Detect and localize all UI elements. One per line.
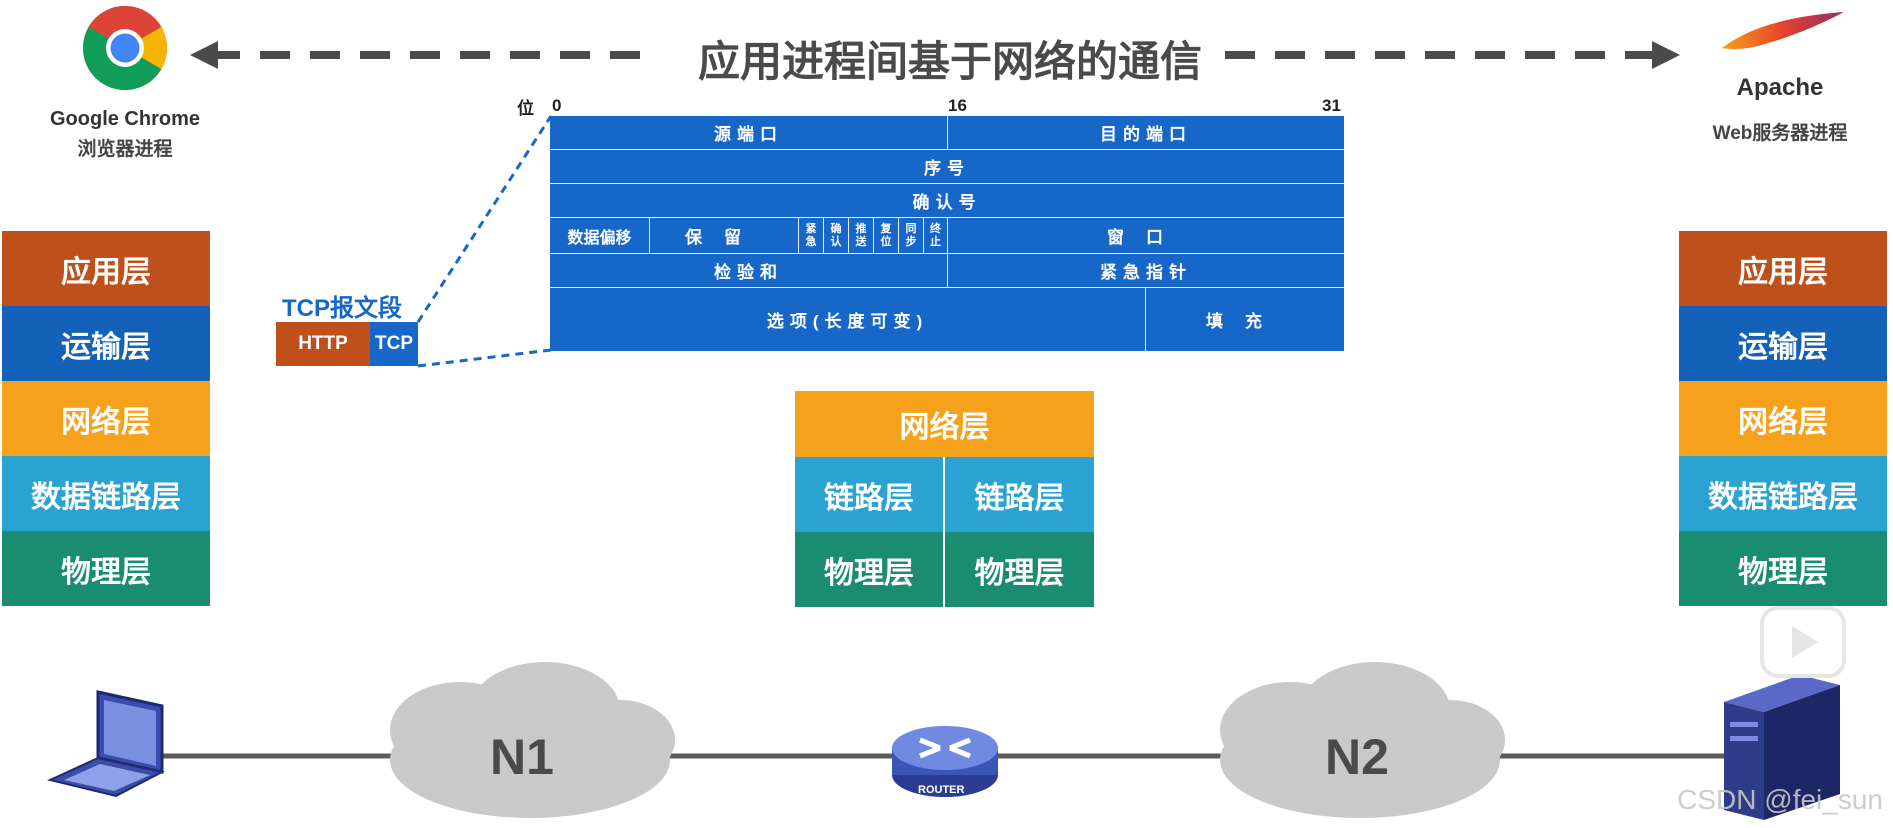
server-physical-layer: 物理层 — [1679, 531, 1887, 606]
router-physical-layer-left: 物理层 — [795, 532, 945, 607]
flag-urg: 紧急 — [799, 218, 824, 254]
communication-arrow — [190, 41, 1680, 69]
tcp-segment-label: TCP报文段 — [282, 295, 402, 322]
watermark: CSDN @fei_sun — [1677, 784, 1883, 815]
field-source-port: 源端口 — [550, 116, 948, 150]
field-reserved: 保留 — [650, 218, 799, 254]
play-icon — [1760, 606, 1846, 678]
field-window: 窗口 — [948, 218, 1344, 254]
client-transport-layer: 运输层 — [2, 306, 210, 381]
field-sequence-number: 序号 — [550, 150, 1344, 184]
field-urgent-pointer: 紧急指针 — [948, 254, 1344, 288]
field-destination-port: 目的端口 — [948, 116, 1344, 150]
field-data-offset: 数据偏移 — [550, 218, 650, 254]
flag-fin: 终止 — [924, 218, 948, 254]
client-physical-layer: 物理层 — [2, 531, 210, 606]
field-options: 选项(长度可变) — [550, 288, 1146, 351]
field-padding: 填充 — [1206, 312, 1284, 331]
router-label: ROUTER — [918, 784, 965, 796]
chrome-logo-icon — [82, 5, 168, 91]
flag-psh: 推送 — [849, 218, 874, 254]
tcp-header-block: TCP — [370, 322, 418, 366]
apache-feather-icon — [1722, 12, 1844, 50]
http-data-block: HTTP — [276, 322, 370, 366]
server-sub: Web服务器进程 — [1712, 123, 1848, 144]
cloud-n2-label: N2 — [1325, 729, 1389, 785]
client-name: Google Chrome — [49, 108, 200, 130]
client-sub: 浏览器进程 — [77, 139, 173, 160]
flag-ack: 确认 — [824, 218, 849, 254]
field-ack-number: 确认号 — [550, 184, 1344, 218]
tcp-header-format: 源端口 目的端口 序号 确认号 数据偏移 保留 紧急 确认 推送 复位 同步 终… — [550, 116, 1344, 351]
cloud-n1-icon — [390, 662, 675, 818]
client-datalink-layer: 数据链路层 — [2, 456, 210, 531]
client-protocol-stack: 应用层 运输层 网络层 数据链路层 物理层 — [2, 231, 210, 606]
flag-rst: 复位 — [874, 218, 899, 254]
router-physical-layer-right: 物理层 — [945, 532, 1094, 607]
field-checksum: 检验和 — [550, 254, 948, 288]
router-protocol-stack: 网络层 链路层 链路层 物理层 物理层 — [795, 391, 1094, 607]
server-application-layer: 应用层 — [1679, 231, 1887, 306]
router-link-layer-right: 链路层 — [945, 457, 1094, 532]
laptop-icon — [46, 690, 165, 798]
server-name: Apache — [1736, 74, 1824, 101]
router-icon — [892, 726, 998, 797]
cloud-n1-label: N1 — [490, 729, 554, 785]
server-network-layer: 网络层 — [1679, 381, 1887, 456]
router-link-layer-left: 链路层 — [795, 457, 945, 532]
server-protocol-stack: 应用层 运输层 网络层 数据链路层 物理层 — [1679, 231, 1887, 606]
router-network-layer: 网络层 — [795, 391, 1094, 457]
client-application-layer: 应用层 — [2, 231, 210, 306]
cloud-n2-icon — [1220, 662, 1505, 818]
bit-16: 16 — [948, 96, 967, 115]
flag-syn: 同步 — [899, 218, 924, 254]
server-transport-layer: 运输层 — [1679, 306, 1887, 381]
bit-label: 位 — [517, 99, 534, 118]
server-datalink-layer: 数据链路层 — [1679, 456, 1887, 531]
page-title: 应用进程间基于网络的通信 — [697, 38, 1202, 85]
client-network-layer: 网络层 — [2, 381, 210, 456]
server-icon — [1724, 675, 1840, 820]
bit-31: 31 — [1322, 96, 1341, 115]
bit-0: 0 — [552, 96, 562, 115]
